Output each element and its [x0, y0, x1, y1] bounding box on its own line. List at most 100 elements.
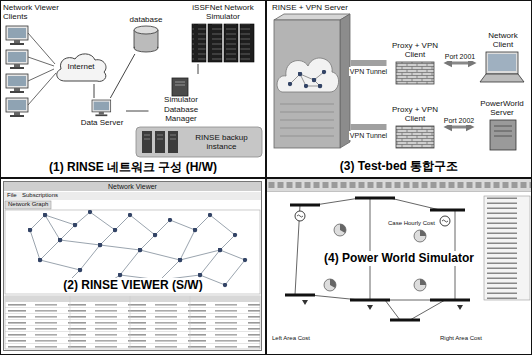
server-icon — [494, 126, 512, 136]
manager-tower — [172, 78, 188, 96]
node-label: RINSE + VPN Server — [272, 3, 348, 12]
edge-label: VPN Tunnel — [349, 131, 388, 140]
vpn-tunnel — [351, 124, 387, 130]
powerworld-screenshot — [440, 216, 450, 226]
viewer-screenshot — [4, 192, 261, 200]
powerworld-screenshot — [484, 196, 530, 300]
client-computers — [6, 74, 28, 93]
backup-region — [136, 127, 262, 157]
panel-caption: (3) Test-bed 통합구조 — [340, 159, 458, 174]
server-rack — [274, 20, 340, 148]
node-label: PowerWorld Server — [476, 99, 529, 117]
edge-label: VPN Tunnel — [349, 67, 388, 76]
backup-region — [168, 131, 178, 153]
powerworld-screenshot — [267, 179, 531, 320]
backup-region — [144, 135, 176, 139]
node-label: RINSE backup instance — [181, 133, 263, 151]
panel-caption: (1) RINSE 네트워크 구성 (H/W) — [49, 160, 217, 175]
powerworld-screenshot — [330, 279, 336, 288]
data-server: Data Server — [78, 98, 126, 128]
server-icon — [490, 120, 516, 150]
powerworld-screenshot — [295, 211, 305, 221]
group-label: Network Viewer Clients — [3, 3, 65, 21]
panel-frame: (3) Test-bed 통합구조 RINSE + VPN ServerProxy… — [266, 0, 532, 178]
menu-item: Subscriptions — [22, 192, 58, 199]
backup-instance: RINSE backup instance — [135, 127, 264, 157]
internet-cloud: Internet — [52, 50, 110, 84]
network-simulator: iSSFNet Network Simulator — [183, 2, 264, 64]
client-computers — [6, 50, 28, 69]
laptop-icon — [480, 74, 524, 82]
node-label: Network Client — [478, 31, 529, 49]
server-rack — [290, 72, 324, 86]
cost-label: Right Area Cost — [440, 335, 482, 342]
laptop-icon — [488, 54, 516, 71]
viewer-screenshot — [5, 210, 260, 294]
powerworld-screenshot — [334, 224, 346, 236]
simulator-racks — [192, 24, 206, 62]
proxy-client: Proxy + VPN Client — [387, 40, 444, 86]
cost-label: Case Hourly Cost — [388, 220, 435, 227]
port-arrow — [450, 126, 469, 129]
powerworld-screenshot — [267, 179, 531, 191]
manager-tower — [175, 82, 185, 85]
cost-label: Left Area Cost — [272, 335, 310, 342]
panel-frame: (1) RINSE 네트워크 구성 (H/W) InternetData Serv… — [0, 0, 266, 178]
powerworld-screenshot — [420, 279, 426, 285]
server-rack — [340, 14, 350, 148]
firewall-icon — [396, 126, 434, 148]
database-cylinder — [134, 26, 158, 52]
node-label: Internet — [67, 62, 94, 71]
manager-tower — [172, 78, 188, 96]
menu-item: File — [7, 192, 17, 199]
viewer-screenshot — [70, 296, 190, 349]
backup-region — [142, 131, 152, 153]
viewer-screenshot — [30, 212, 245, 285]
server-icon — [490, 120, 516, 150]
powerworld-screenshot — [414, 230, 426, 242]
node-label: database — [130, 15, 163, 24]
database-store: database — [124, 14, 168, 54]
vpn-tunnel — [351, 60, 387, 66]
powerworld-screenshot — [340, 224, 346, 233]
laptop-icon — [480, 52, 524, 82]
panel-frame: (4) Power World Simulator — [266, 178, 532, 355]
powerworld-screenshot — [484, 196, 530, 300]
client-computers — [6, 26, 56, 117]
cloud-outline — [57, 54, 106, 82]
window-title: Network Viewer — [4, 182, 261, 191]
backup-region — [155, 131, 165, 153]
panel-caption: (4) Power World Simulator — [321, 251, 477, 266]
viewer-screenshot — [5, 296, 260, 349]
powerworld-screenshot — [267, 179, 531, 191]
proxy-client: Proxy + VPN Client — [387, 104, 444, 150]
node-label: Proxy + VPN Client — [388, 41, 443, 59]
powerworld-screenshot — [267, 191, 531, 192]
simulator-racks — [192, 24, 254, 62]
network-link — [110, 54, 135, 98]
data-server-icon — [92, 100, 111, 116]
database-manager: Simulator Database Manager — [149, 74, 214, 124]
network-client: Network Client — [477, 30, 530, 86]
server-rack — [280, 104, 334, 136]
node-label: iSSFNet Network Simulator — [184, 3, 263, 21]
viewer-screenshot — [5, 201, 51, 209]
laptop-icon — [486, 52, 518, 74]
powerworld-screenshot — [420, 230, 426, 236]
backup-region — [136, 127, 262, 157]
simulator-racks — [240, 24, 254, 62]
data-server-icon — [92, 100, 111, 116]
network-link — [94, 84, 95, 98]
edge-label: Port 2001 — [444, 52, 476, 61]
node-label: Proxy + VPN Client — [388, 105, 443, 123]
node-label: Simulator Database Manager — [150, 95, 213, 123]
client-computers — [6, 26, 28, 45]
powerworld-screenshot — [302, 300, 463, 310]
powerworld-screenshot — [414, 279, 426, 291]
client-computers — [6, 98, 28, 117]
server-rack — [277, 58, 339, 92]
server-rack — [274, 14, 350, 148]
simulator-racks — [224, 24, 238, 62]
